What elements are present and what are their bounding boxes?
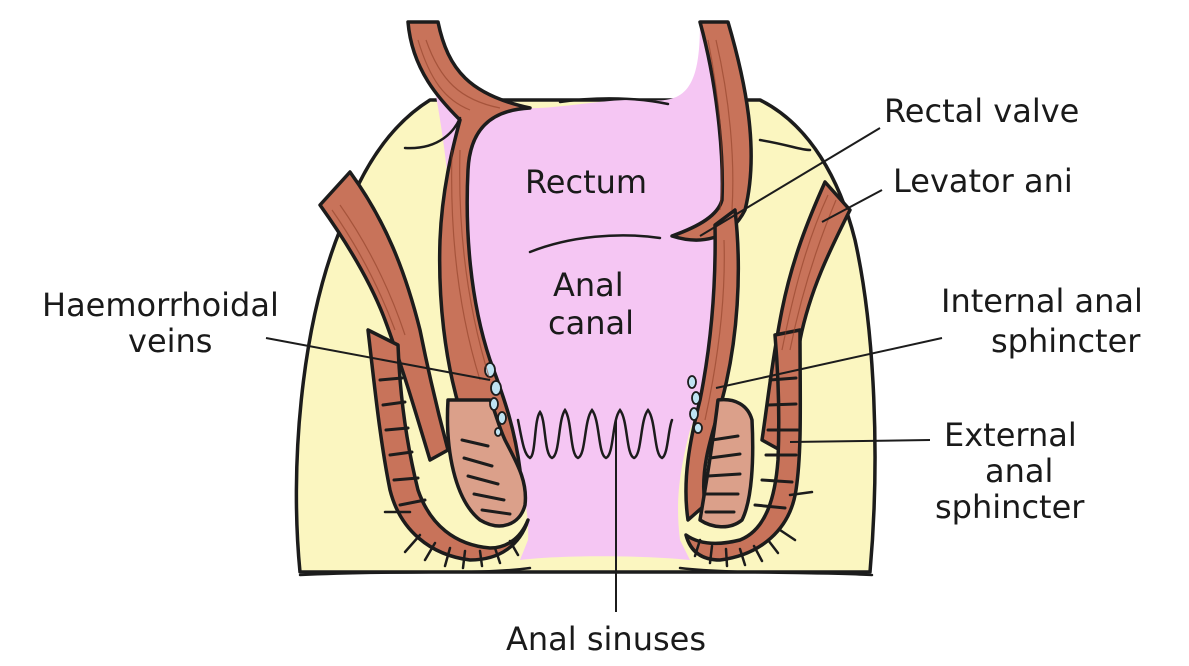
- label-internal-sphincter-line2: sphincter: [991, 322, 1141, 360]
- label-haemorrhoidal-veins-line1: Haemorrhoidal: [42, 286, 279, 324]
- label-anal-canal-line1: Anal: [553, 266, 624, 304]
- label-levator-ani: Levator ani: [893, 162, 1073, 200]
- label-rectal-valve: Rectal valve: [884, 92, 1079, 130]
- label-anal-sinuses: Anal sinuses: [506, 620, 706, 658]
- label-external-sphincter-line3: sphincter: [935, 488, 1085, 526]
- label-internal-sphincter-line1: Internal anal: [941, 282, 1143, 320]
- label-external-sphincter-line1: External: [944, 416, 1077, 454]
- label-anal-canal-line2: canal: [548, 304, 634, 342]
- label-external-sphincter-line2: anal: [985, 452, 1053, 490]
- label-rectum: Rectum: [525, 163, 647, 201]
- label-haemorrhoidal-veins-line2: veins: [128, 322, 212, 360]
